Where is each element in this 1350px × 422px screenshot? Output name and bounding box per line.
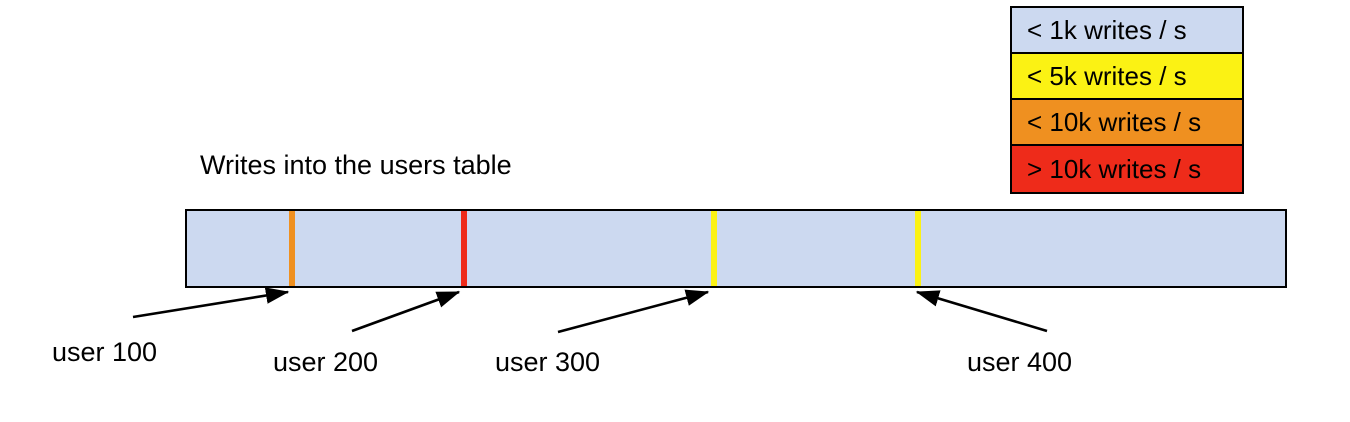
arrow-user-100 xyxy=(132,287,290,319)
legend-item-lt-5k: < 5k writes / s xyxy=(1012,54,1242,100)
label-user-300: user 300 xyxy=(495,347,601,377)
legend: < 1k writes / s < 5k writes / s < 10k wr… xyxy=(1010,6,1244,194)
arrow-user-400 xyxy=(915,290,1048,333)
legend-item-label: < 10k writes / s xyxy=(1027,107,1202,137)
label-user-100: user 100 xyxy=(52,337,158,367)
marker-stripe-user-100 xyxy=(289,211,295,286)
legend-item-label: < 1k writes / s xyxy=(1027,15,1187,45)
legend-item-gt-10k: > 10k writes / s xyxy=(1012,146,1242,192)
users-table-band xyxy=(185,209,1287,288)
marker-stripe-user-300 xyxy=(711,211,717,286)
arrow-user-200 xyxy=(351,290,461,333)
legend-item-lt-1k: < 1k writes / s xyxy=(1012,8,1242,54)
marker-stripe-user-200 xyxy=(461,211,467,286)
marker-stripe-user-400 xyxy=(915,211,921,286)
label-user-200: user 200 xyxy=(273,347,379,377)
legend-item-label: < 5k writes / s xyxy=(1027,61,1187,91)
legend-item-label: > 10k writes / s xyxy=(1027,154,1202,184)
arrow-user-300 xyxy=(557,289,710,334)
label-user-400: user 400 xyxy=(967,347,1073,377)
legend-item-lt-10k: < 10k writes / s xyxy=(1012,100,1242,146)
chart-title: Writes into the users table xyxy=(200,150,512,180)
